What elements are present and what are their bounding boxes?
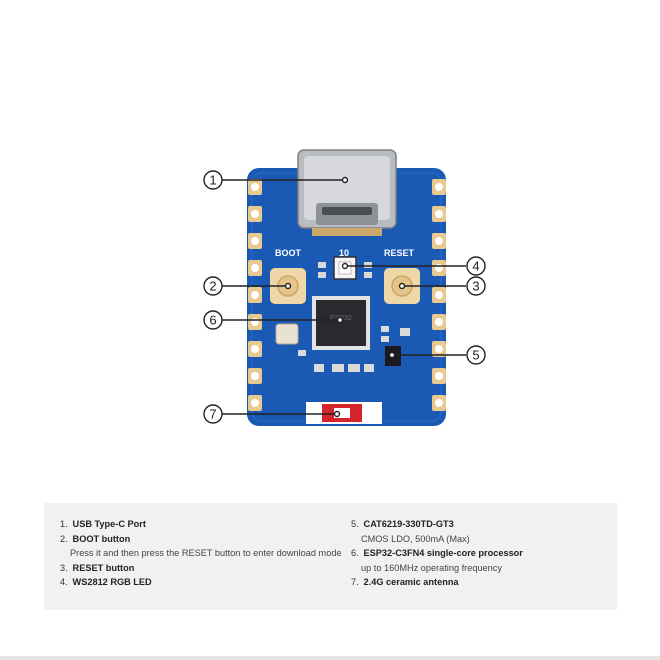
legend-item-title: CAT6219-330TD-GT3 [361, 519, 454, 529]
legend-item: 1. USB Type-C Port [60, 517, 342, 532]
castellated-pad [248, 179, 262, 195]
legend-item-number: 7. [351, 577, 359, 587]
callout-marker-rgb-led: 4 [466, 256, 486, 276]
castellated-pad [432, 314, 446, 330]
callout-marker-processor-chip: 6 [203, 310, 223, 330]
legend-item-number: 1. [60, 519, 68, 529]
callout-number: 6 [209, 313, 216, 328]
callout-marker-ldo-regulator: 5 [466, 345, 486, 365]
legend-item-title: 2.4G ceramic antenna [361, 577, 459, 587]
ceramic-antenna [306, 402, 382, 424]
legend-item-number: 6. [351, 548, 359, 558]
right-castellated-pads [432, 179, 446, 411]
castellated-pad [432, 395, 446, 411]
callout-lines [222, 179, 466, 415]
callout-number: 7 [209, 407, 216, 422]
castellated-pad [248, 233, 262, 249]
legend-item: 7. 2.4G ceramic antenna [351, 575, 523, 590]
legend-item-number: 4. [60, 577, 68, 587]
castellated-pad [248, 395, 262, 411]
passive-components [298, 262, 410, 372]
callout-marker-ceramic-antenna: 7 [203, 404, 223, 424]
reset-silk-label: RESET [384, 248, 415, 258]
legend-item-number: 5. [351, 519, 359, 529]
pin10-silk-label: 10 [339, 248, 349, 258]
callout-number: 2 [209, 279, 216, 294]
callout-number: 4 [472, 259, 479, 274]
legend-item: 2. BOOT button [60, 532, 342, 547]
castellated-pad [432, 341, 446, 357]
legend-item-description: CMOS LDO, 500mA (Max) [361, 533, 470, 544]
boot-silk-label: BOOT [275, 248, 302, 258]
legend-item-title: USB Type-C Port [70, 519, 146, 529]
callout-number: 3 [472, 279, 479, 294]
legend-item-title: ESP32-C3FN4 single-core processor [361, 548, 523, 558]
callout-marker-reset-button: 3 [466, 276, 486, 296]
legend-item: 4. WS2812 RGB LED [60, 575, 342, 590]
castellated-pad [432, 287, 446, 303]
legend-item: 5. CAT6219-330TD-GT3 [351, 517, 523, 532]
castellated-pad [432, 368, 446, 384]
callout-number: 1 [209, 173, 216, 188]
castellated-pad [248, 314, 262, 330]
legend-item-title: WS2812 RGB LED [70, 577, 152, 587]
callout-dots [284, 176, 406, 418]
castellated-pad [432, 179, 446, 195]
castellated-pad [248, 260, 262, 276]
callout-number: 5 [472, 348, 479, 363]
castellated-pad [432, 206, 446, 222]
legend-item-description: Press it and then press the RESET button… [70, 548, 342, 558]
castellated-pad [432, 233, 446, 249]
legend-item-description: up to 160MHz operating frequency [361, 562, 502, 573]
left-castellated-pads [248, 179, 262, 411]
castellated-pad [248, 287, 262, 303]
legend-item: 6. ESP32-C3FN4 single-core processor [351, 546, 523, 561]
legend-item-title: BOOT button [70, 533, 131, 544]
castellated-pad [248, 206, 262, 222]
callout-marker-boot-button: 2 [203, 276, 223, 296]
legend-item-title: RESET button [70, 562, 135, 573]
legend-item-number: 2. [60, 533, 68, 544]
castellated-pad [432, 260, 446, 276]
crystal [275, 323, 299, 345]
legend-item: 3. RESET button [60, 561, 342, 576]
callout-markers: 1 2 3 4 5 6 7 [203, 170, 486, 424]
bottom-divider [0, 656, 660, 660]
usb-type-c-port [297, 149, 397, 236]
castellated-pad [248, 341, 262, 357]
callout-marker-usb-port: 1 [203, 170, 223, 190]
castellated-pad [248, 368, 262, 384]
legend-item-number: 3. [60, 562, 68, 573]
